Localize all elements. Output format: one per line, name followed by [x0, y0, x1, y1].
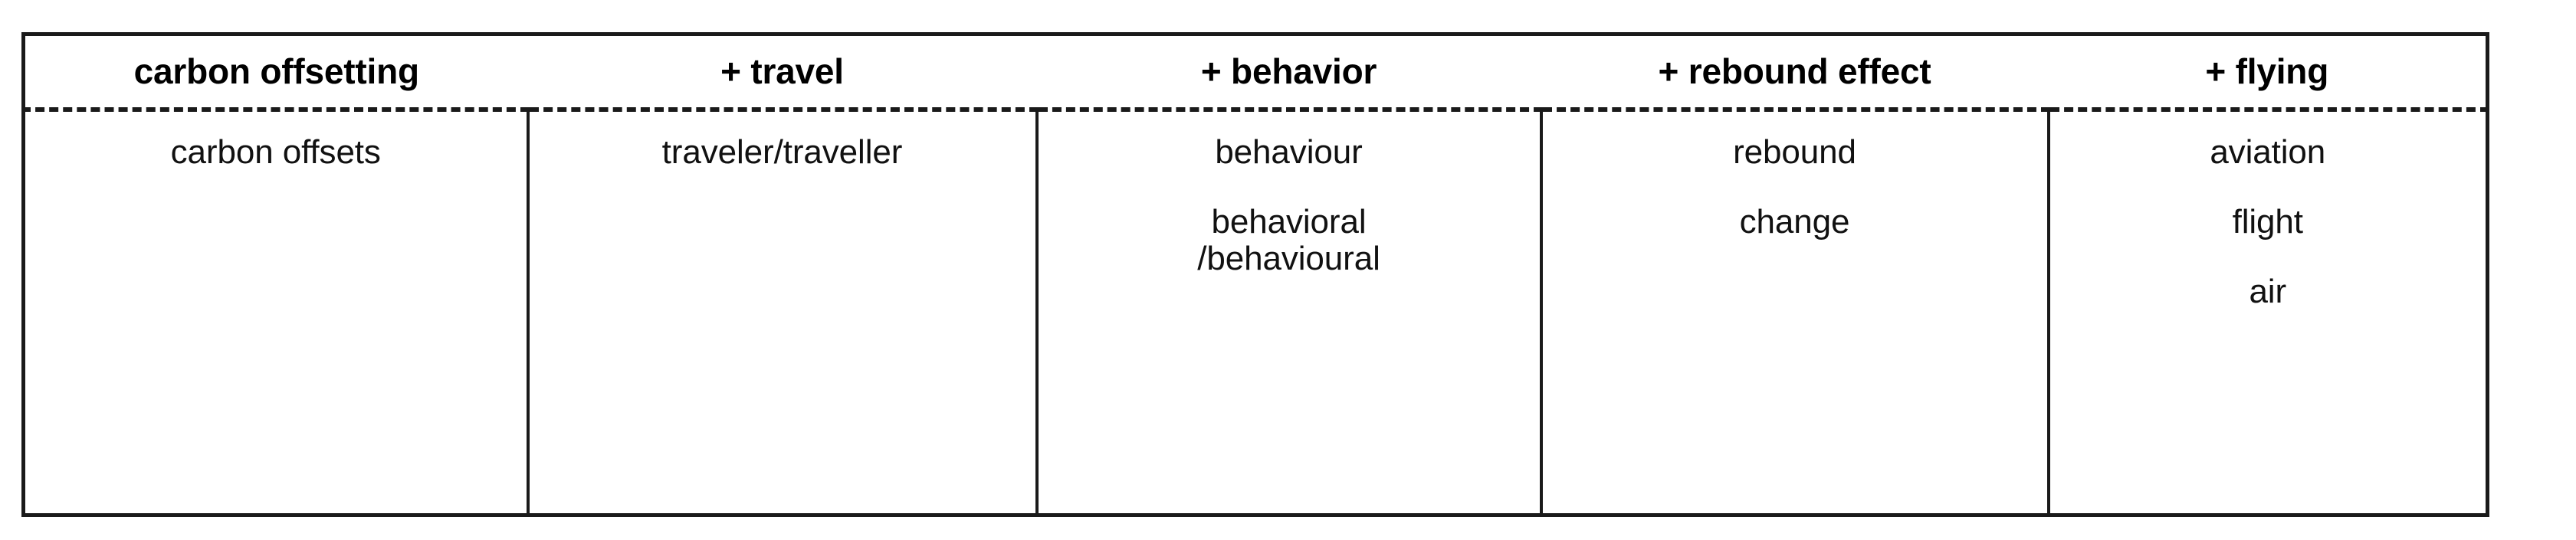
term-item: flight: [2232, 202, 2303, 241]
term-item: rebound: [1733, 133, 1856, 171]
column-header-travel: + travel: [527, 34, 1037, 112]
table-cell-flying: aviation flight air: [2046, 109, 2488, 515]
term-item: behaviour: [1215, 133, 1363, 171]
term-item: change: [1739, 202, 1850, 241]
table-body-row: carbon offsets traveler/traveller beha: [23, 109, 2488, 515]
term-stack: aviation flight air: [2050, 112, 2486, 310]
column-header-flying: + flying: [2048, 34, 2488, 112]
term-item: behavioral /behavioural: [1197, 202, 1380, 278]
table-header-row: carbon offsetting + travel + behavior + …: [23, 34, 2488, 112]
table-cell-travel: traveler/traveller: [526, 109, 1037, 515]
column-header-behavior: + behavior: [1036, 34, 1541, 112]
term-item: air: [2249, 273, 2287, 311]
table-cell-carbon-offsetting: carbon offsets: [23, 109, 528, 515]
term-stack: traveler/traveller: [530, 112, 1035, 170]
term-item: carbon offsets: [170, 133, 381, 171]
term-stack: rebound change: [1543, 112, 2047, 240]
column-header-rebound-effect: + rebound effect: [1541, 34, 2049, 112]
term-item: aviation: [2210, 133, 2326, 171]
table-cell-behavior: behaviour behavioral /behavioural: [1035, 109, 1541, 515]
header-label: + flying: [2205, 51, 2329, 92]
header-label: + behavior: [1200, 51, 1377, 92]
search-keyword-table: carbon offsetting + travel + behavior + …: [21, 32, 2489, 517]
table-cell-rebound-effect: rebound change: [1539, 109, 2049, 515]
term-stack: carbon offsets: [25, 112, 527, 170]
column-header-carbon-offsetting: carbon offsetting: [23, 34, 528, 112]
term-stack: behaviour behavioral /behavioural: [1039, 112, 1540, 277]
header-label: carbon offsetting: [133, 51, 419, 92]
header-label: + travel: [720, 51, 844, 92]
header-label: + rebound effect: [1658, 51, 1931, 92]
term-item: traveler/traveller: [661, 133, 903, 171]
